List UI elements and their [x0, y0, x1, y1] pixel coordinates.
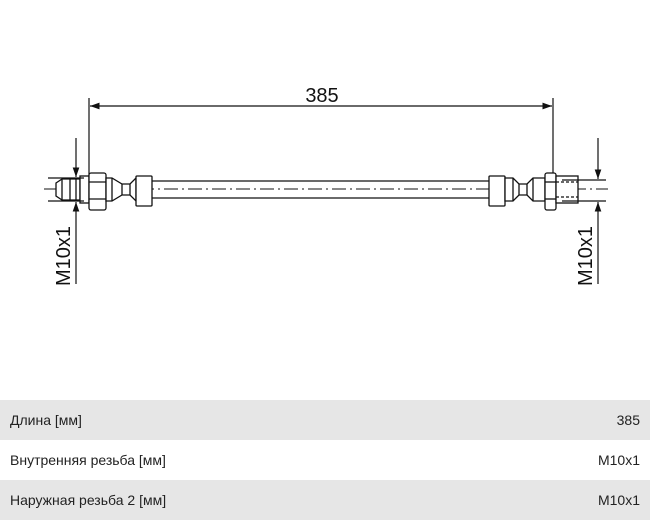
spec-row-external-thread: Наружная резьба 2 [мм] M10x1 — [0, 480, 650, 520]
spec-value: M10x1 — [597, 452, 640, 468]
spec-row-internal-thread: Внутренняя резьба [мм] M10x1 — [0, 440, 650, 480]
left-thread-dimension — [48, 138, 84, 284]
right-thread-dimension — [562, 138, 606, 284]
spec-table: Длина [мм] 385 Внутренняя резьба [мм] M1… — [0, 400, 650, 520]
spec-label: Наружная резьба 2 [мм] — [10, 492, 167, 508]
length-dimension-label: 385 — [305, 85, 338, 107]
right-fitting — [488, 172, 579, 211]
spec-value: M10x1 — [597, 492, 640, 508]
left-fitting — [55, 172, 153, 211]
spec-row-length: Длина [мм] 385 — [0, 400, 650, 440]
brake-hose-drawing: 385 — [44, 85, 608, 286]
hose-body — [150, 180, 490, 199]
spec-value: 385 — [616, 412, 640, 428]
right-thread-label: M10x1 — [575, 226, 597, 286]
spec-label: Длина [мм] — [10, 412, 82, 428]
left-thread-label: M10x1 — [53, 226, 75, 286]
length-dimension — [88, 98, 554, 180]
spec-label: Внутренняя резьба [мм] — [10, 452, 166, 468]
